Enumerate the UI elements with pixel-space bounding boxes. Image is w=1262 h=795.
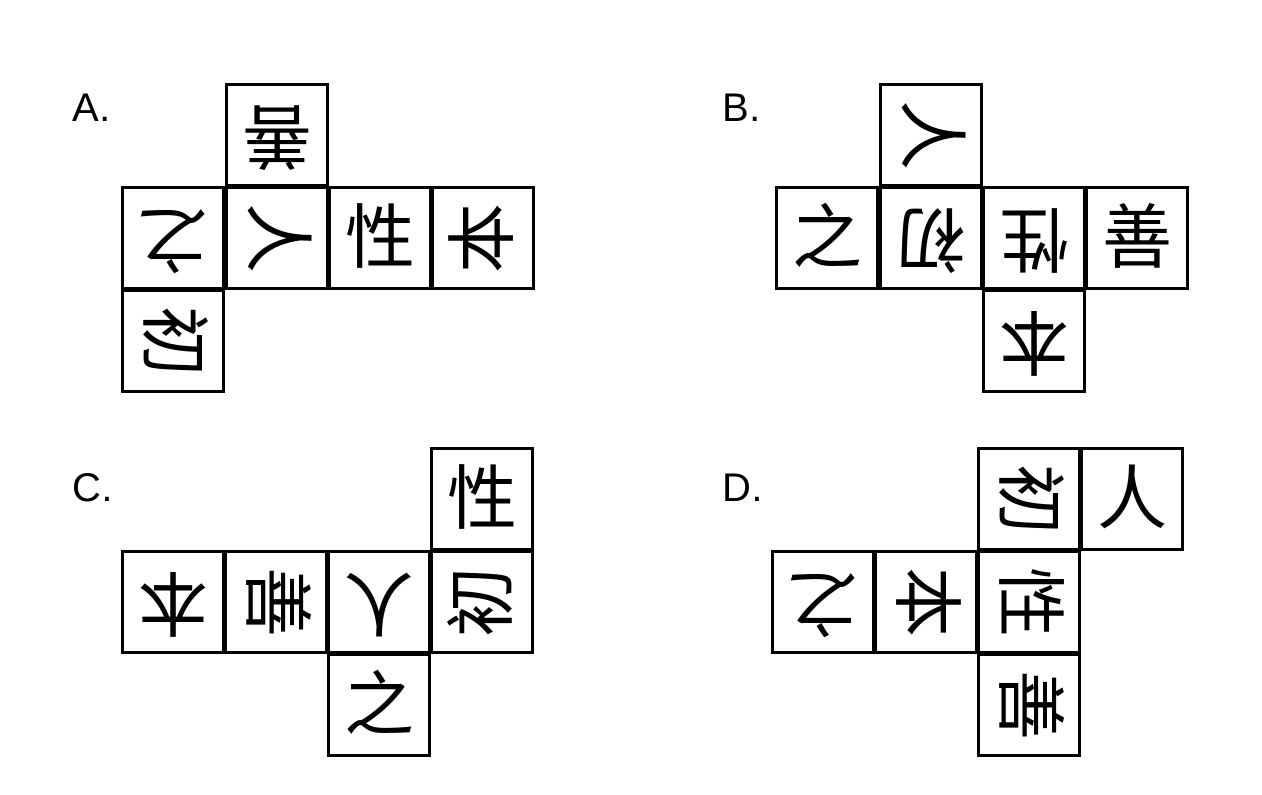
cell-c-2[interactable]: 本 xyxy=(121,550,225,654)
glyph-cell-a-2: 之 xyxy=(138,197,208,279)
cell-c-3[interactable]: 善 xyxy=(224,550,328,654)
glyph-cell-b-3: 初 xyxy=(896,197,966,279)
glyph-cell-a-6: 初 xyxy=(132,306,214,376)
glyph-cell-d-3: 之 xyxy=(788,561,858,643)
glyph-cell-a-3: 人 xyxy=(236,203,318,273)
glyph-cell-b-6: 本 xyxy=(999,300,1069,382)
cell-b-2[interactable]: 之 xyxy=(775,186,879,290)
cell-a-1[interactable]: 善 xyxy=(225,83,329,187)
glyph-cell-c-3: 善 xyxy=(235,567,317,637)
glyph-cell-c-1: 性 xyxy=(447,458,517,540)
cell-d-3[interactable]: 之 xyxy=(771,550,875,654)
cell-c-6[interactable]: 之 xyxy=(327,653,431,757)
cell-b-5[interactable]: 善 xyxy=(1085,186,1189,290)
cell-b-4[interactable]: 性 xyxy=(982,186,1086,290)
cell-d-4[interactable]: 本 xyxy=(874,550,978,654)
glyph-cell-a-4: 性 xyxy=(345,197,415,279)
glyph-cell-d-1: 初 xyxy=(988,464,1070,534)
cell-a-4[interactable]: 性 xyxy=(328,186,432,290)
option-label-c: C. xyxy=(72,466,113,510)
cell-a-6[interactable]: 初 xyxy=(121,289,225,393)
glyph-cell-a-5: 本 xyxy=(442,203,524,273)
glyph-cell-d-4: 本 xyxy=(885,567,967,637)
cell-a-3[interactable]: 人 xyxy=(225,186,329,290)
option-label-a: A. xyxy=(72,86,111,130)
option-label-b: B. xyxy=(722,86,761,130)
glyph-cell-a-1: 善 xyxy=(242,94,312,176)
option-label-d: D. xyxy=(722,466,763,510)
glyph-cell-b-5: 善 xyxy=(1102,197,1172,279)
glyph-cell-b-1: 人 xyxy=(890,100,972,170)
cell-b-6[interactable]: 本 xyxy=(982,289,1086,393)
glyph-cell-c-6: 之 xyxy=(344,664,414,746)
cell-d-5[interactable]: 性 xyxy=(977,550,1081,654)
cell-b-3[interactable]: 初 xyxy=(879,186,983,290)
cell-d-6[interactable]: 善 xyxy=(977,653,1081,757)
glyph-cell-c-4: 人 xyxy=(344,561,414,643)
glyph-cell-b-4: 性 xyxy=(999,197,1069,279)
cell-c-4[interactable]: 人 xyxy=(327,550,431,654)
cell-c-1[interactable]: 性 xyxy=(430,447,534,551)
glyph-cell-d-2: 人 xyxy=(1097,458,1167,540)
glyph-cell-c-2: 本 xyxy=(138,561,208,643)
cell-d-1[interactable]: 初 xyxy=(977,447,1081,551)
cell-c-5[interactable]: 初 xyxy=(430,550,534,654)
glyph-cell-c-5: 初 xyxy=(441,567,523,637)
cell-d-2[interactable]: 人 xyxy=(1080,447,1184,551)
cell-b-1[interactable]: 人 xyxy=(879,83,983,187)
glyph-cell-d-5: 性 xyxy=(988,567,1070,637)
cell-a-5[interactable]: 本 xyxy=(431,186,535,290)
glyph-cell-b-2: 之 xyxy=(792,197,862,279)
glyph-cell-d-6: 善 xyxy=(988,670,1070,740)
cell-a-2[interactable]: 之 xyxy=(121,186,225,290)
